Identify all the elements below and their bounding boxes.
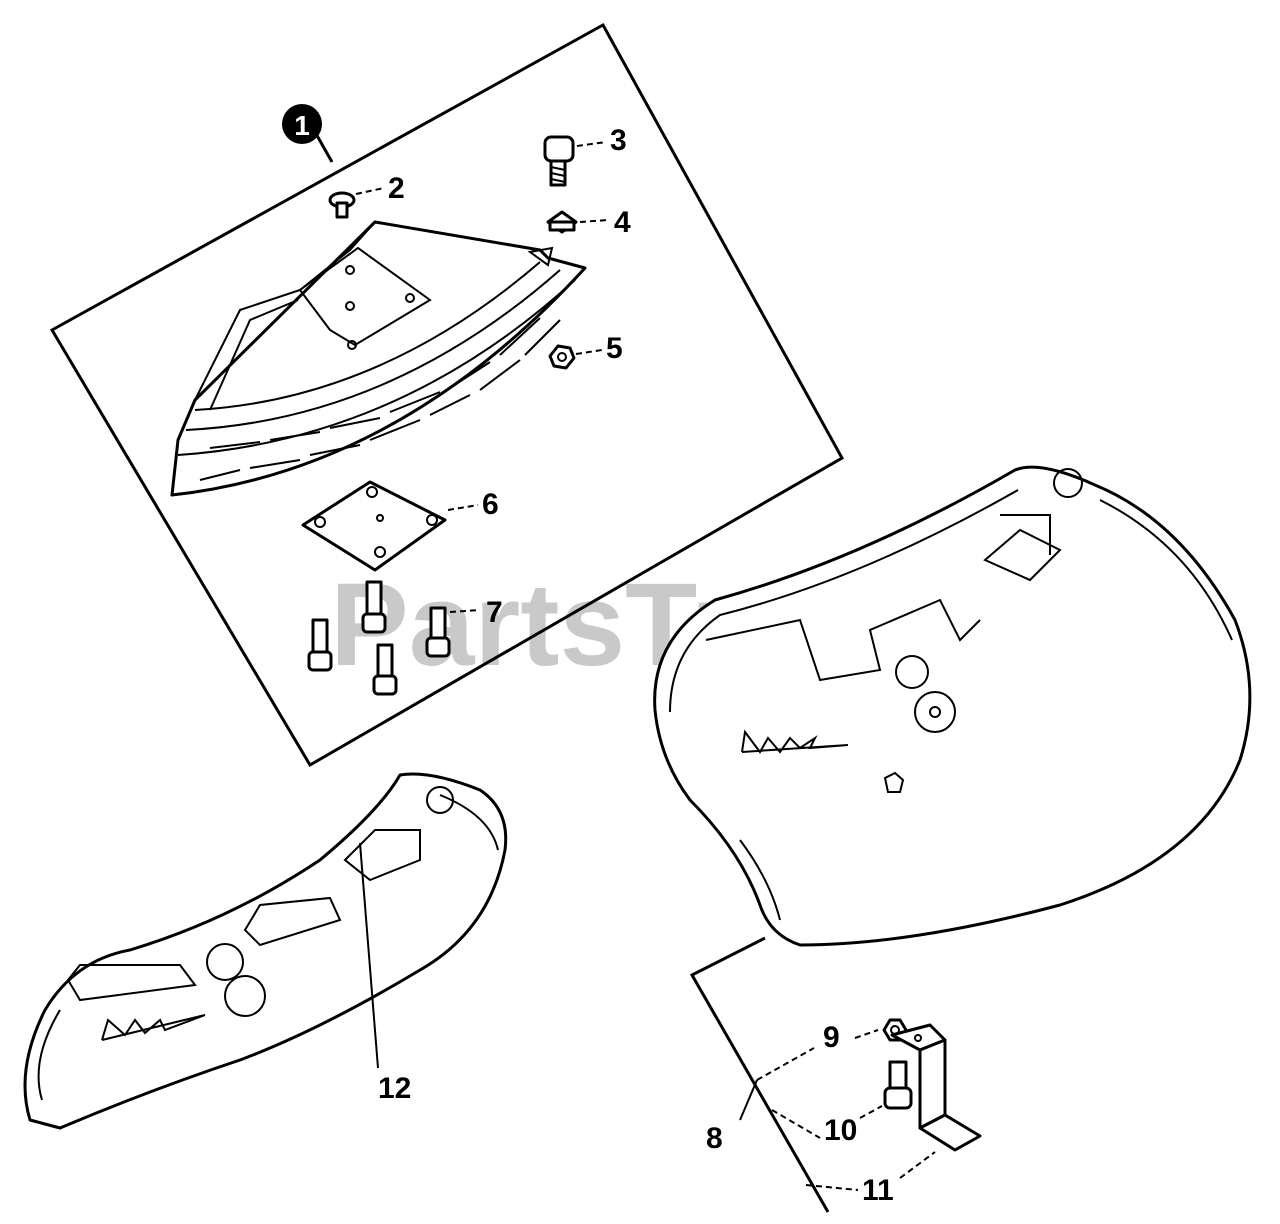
shield-icon[interactable] [23, 772, 508, 1130]
callout-10[interactable]: 10 [824, 1105, 883, 1147]
nut-icon[interactable] [548, 344, 576, 370]
svg-text:8: 8 [706, 1122, 723, 1155]
svg-text:4: 4 [614, 206, 631, 239]
bolt-icon[interactable] [543, 135, 575, 187]
bracket-icon[interactable] [890, 1023, 982, 1152]
svg-text:2: 2 [388, 172, 405, 205]
bolt-icon[interactable] [307, 580, 451, 696]
upper-guard-icon[interactable] [170, 220, 587, 497]
callout-12[interactable]: 12 [359, 842, 411, 1105]
svg-text:10: 10 [824, 1114, 857, 1147]
screw-icon[interactable] [328, 191, 356, 219]
callout-5[interactable]: 5 [575, 332, 623, 365]
svg-text:9: 9 [823, 1021, 840, 1054]
nut-icon[interactable] [546, 210, 578, 234]
callout-2[interactable]: 2 [355, 172, 405, 205]
callout-4[interactable]: 4 [579, 206, 631, 239]
svg-text:12: 12 [378, 1072, 411, 1105]
svg-text:6: 6 [482, 488, 499, 521]
callout-9[interactable]: 9 [823, 1021, 879, 1054]
mounting-plate-icon[interactable] [301, 480, 447, 572]
callout-11[interactable]: 11 [862, 1151, 936, 1207]
svg-text:3: 3 [610, 124, 627, 157]
callout-7[interactable]: 7 [449, 596, 503, 629]
svg-text:1: 1 [294, 110, 310, 141]
svg-text:11: 11 [862, 1174, 894, 1207]
bolt-icon[interactable] [883, 1060, 913, 1110]
kit-boundary [49, 22, 845, 768]
callout-8[interactable]: 8 [706, 1047, 859, 1191]
shield-icon[interactable] [653, 465, 1252, 947]
callout-6[interactable]: 6 [447, 488, 499, 521]
svg-text:5: 5 [606, 332, 623, 365]
callout-1[interactable]: 1 [282, 104, 334, 163]
svg-text:7: 7 [486, 596, 503, 629]
group-bracket [689, 936, 830, 1213]
callout-3[interactable]: 3 [576, 124, 627, 157]
